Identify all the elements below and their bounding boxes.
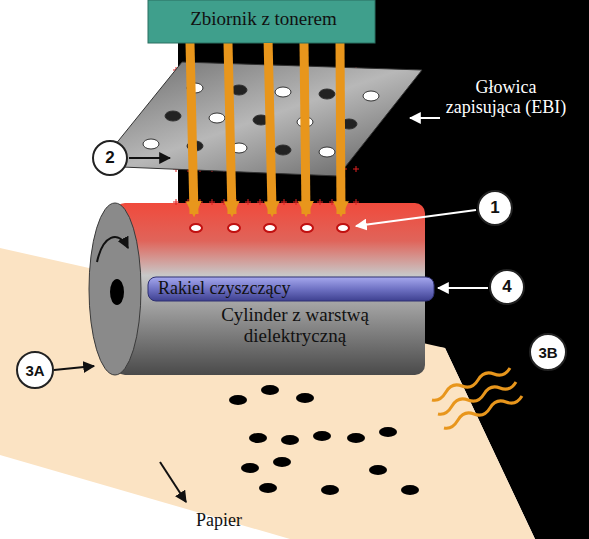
- part-name: Rakiel czyszczący: [158, 279, 290, 299]
- toner-flow-arrow: [268, 43, 272, 214]
- part-name: Zbiornik z tonerem: [148, 0, 379, 30]
- toner-tank: Zbiornik z tonerem: [148, 0, 379, 43]
- part-name: Cylinder z warstwą dielektryczną: [200, 305, 390, 347]
- callout-number: 3A: [16, 351, 54, 389]
- part-name: Papier: [196, 511, 276, 531]
- part-name: Głowica zapisująca (EBI): [436, 78, 576, 118]
- callout-number: 4: [489, 269, 525, 305]
- callout-number: 3B: [529, 333, 567, 371]
- callout-number: 2: [92, 140, 128, 176]
- dielectric-cylinder: Cylinder z warstwą dielektryczną Rakiel c…: [130, 210, 425, 375]
- cleaning-blade: Rakiel czyszczący: [148, 277, 434, 301]
- callout-number: 1: [477, 190, 513, 226]
